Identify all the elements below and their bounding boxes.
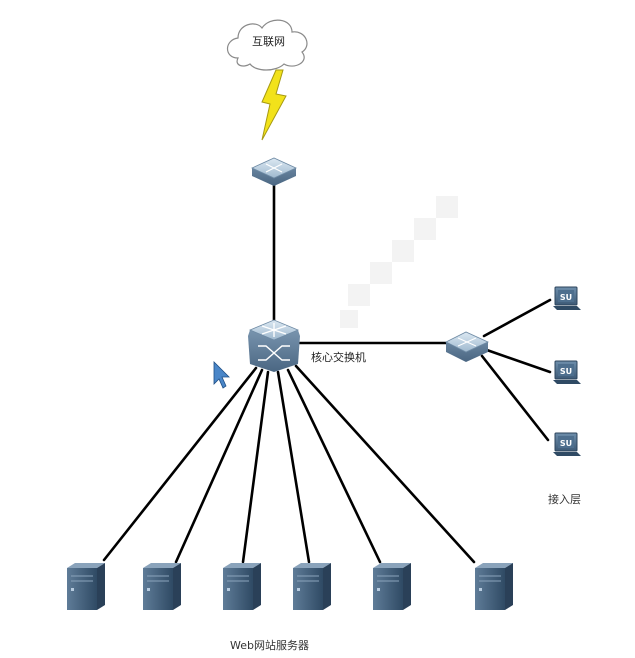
terminals: SU SU SU: [553, 286, 581, 456]
link-core-server-2: [174, 368, 264, 564]
cloud-icon: [226, 19, 308, 71]
server-tower-icon: [223, 563, 261, 610]
mouse-cursor-icon: [213, 361, 230, 389]
watermark: [340, 196, 458, 328]
server-tower-icon: [373, 563, 411, 610]
terminal-text: SU: [560, 367, 572, 376]
link-core-server-6: [294, 364, 476, 564]
link-core-server-4: [276, 370, 311, 564]
su-terminal-icon: SU: [553, 286, 581, 310]
access-switch-icon: [445, 331, 489, 362]
access-layer-label: 接入层: [548, 493, 581, 506]
link-access-terminal-2: [482, 347, 552, 374]
server-tower-icon: [293, 563, 331, 610]
link-core-server-3: [241, 370, 270, 564]
core-switch-label: 核心交换机: [311, 351, 366, 364]
router-icon: [251, 157, 297, 186]
servers-label: Web网站服务器: [230, 639, 309, 652]
su-terminal-icon: SU: [553, 432, 581, 456]
link-core-server-5: [286, 368, 382, 564]
servers: [67, 563, 513, 610]
link-access-terminal-1: [482, 298, 552, 338]
lightning-bolt-icon: [261, 69, 287, 141]
server-tower-icon: [143, 563, 181, 610]
core-switch-icon: [248, 319, 300, 372]
terminal-text: SU: [560, 439, 572, 448]
cloud-label: 互联网: [252, 35, 285, 48]
terminal-text: SU: [560, 293, 572, 302]
su-terminal-icon: SU: [553, 360, 581, 384]
connection-lines: [102, 178, 552, 564]
link-access-terminal-3: [480, 354, 550, 442]
server-tower-icon: [67, 563, 105, 610]
link-core-server-1: [102, 366, 258, 562]
server-tower-icon: [475, 563, 513, 610]
